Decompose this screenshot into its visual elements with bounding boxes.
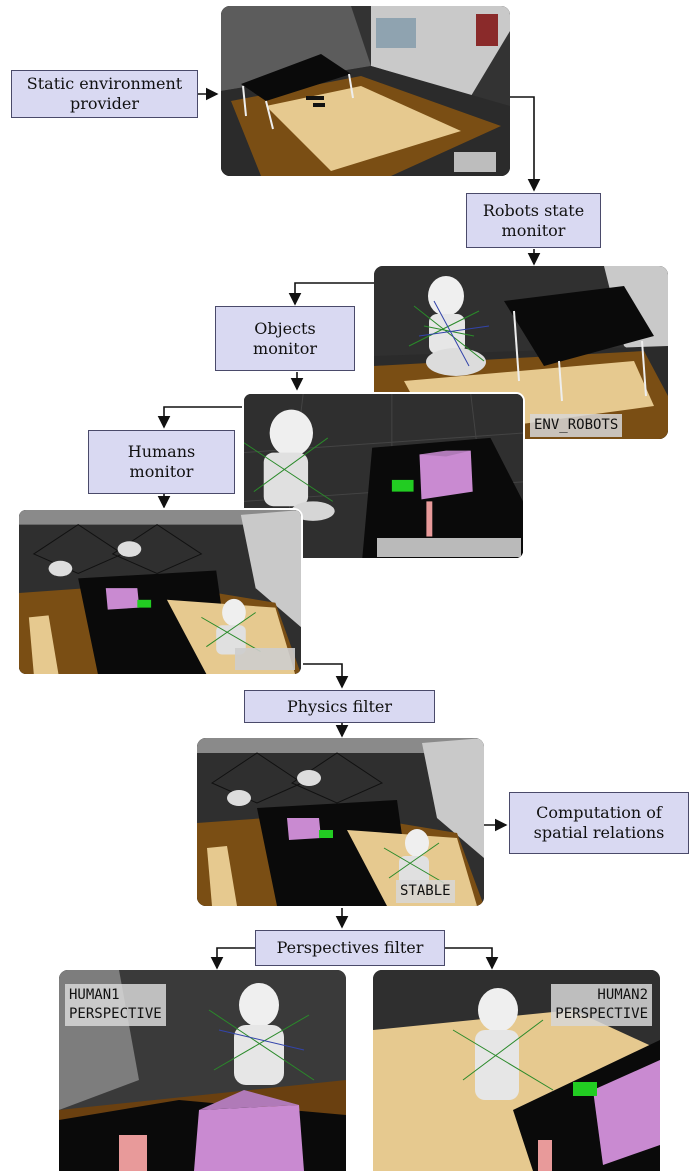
perspectives-filter-label: Perspectives filter bbox=[276, 938, 424, 957]
static-environment-provider-box: Static environment provider bbox=[11, 70, 198, 118]
spatial-relations-label: Computation of spatial relations bbox=[533, 803, 665, 842]
env-robots-label: ENV_ROBOTS bbox=[530, 414, 623, 437]
scene-stable: STABLE bbox=[197, 738, 484, 906]
objects-monitor-label: Objects monitor bbox=[253, 318, 317, 358]
robots-state-monitor-label: Robots state monitor bbox=[482, 200, 585, 240]
physics-filter-label: Physics filter bbox=[286, 696, 393, 716]
arrow-scene3-to-humans bbox=[157, 406, 242, 429]
arrow-scene4-to-physics bbox=[303, 663, 349, 689]
arrow-scene1-to-robots bbox=[510, 96, 541, 192]
label-placeholder bbox=[454, 152, 496, 172]
scene-humans bbox=[17, 508, 303, 676]
spatial-relations-box: Computation of spatial relations bbox=[509, 792, 689, 854]
physics-filter-box: Physics filter bbox=[244, 690, 435, 723]
scene-human2-perspective: HUMAN2 PERSPECTIVE bbox=[373, 970, 660, 1171]
scene-human1-perspective: HUMAN1 PERSPECTIVE bbox=[59, 970, 346, 1171]
human1-perspective-label: HUMAN1 PERSPECTIVE bbox=[65, 984, 166, 1026]
humans-monitor-label: Humans monitor bbox=[127, 442, 196, 481]
arrow-perspectives-to-human2 bbox=[445, 947, 499, 970]
perspectives-filter-box: Perspectives filter bbox=[255, 930, 445, 966]
arrow-scene2-to-objects bbox=[288, 282, 374, 306]
objects-monitor-box: Objects monitor bbox=[215, 306, 355, 371]
arrow-perspectives-to-human1 bbox=[210, 947, 255, 970]
human2-perspective-label: HUMAN2 PERSPECTIVE bbox=[551, 984, 652, 1026]
static-environment-provider-label: Static environment provider bbox=[26, 74, 183, 113]
scene-static-environment bbox=[221, 6, 510, 176]
humans-monitor-box: Humans monitor bbox=[88, 430, 235, 494]
stable-label: STABLE bbox=[396, 880, 455, 903]
robots-state-monitor-box: Robots state monitor bbox=[466, 193, 601, 248]
label-placeholder bbox=[235, 648, 295, 670]
label-placeholder bbox=[377, 538, 521, 557]
